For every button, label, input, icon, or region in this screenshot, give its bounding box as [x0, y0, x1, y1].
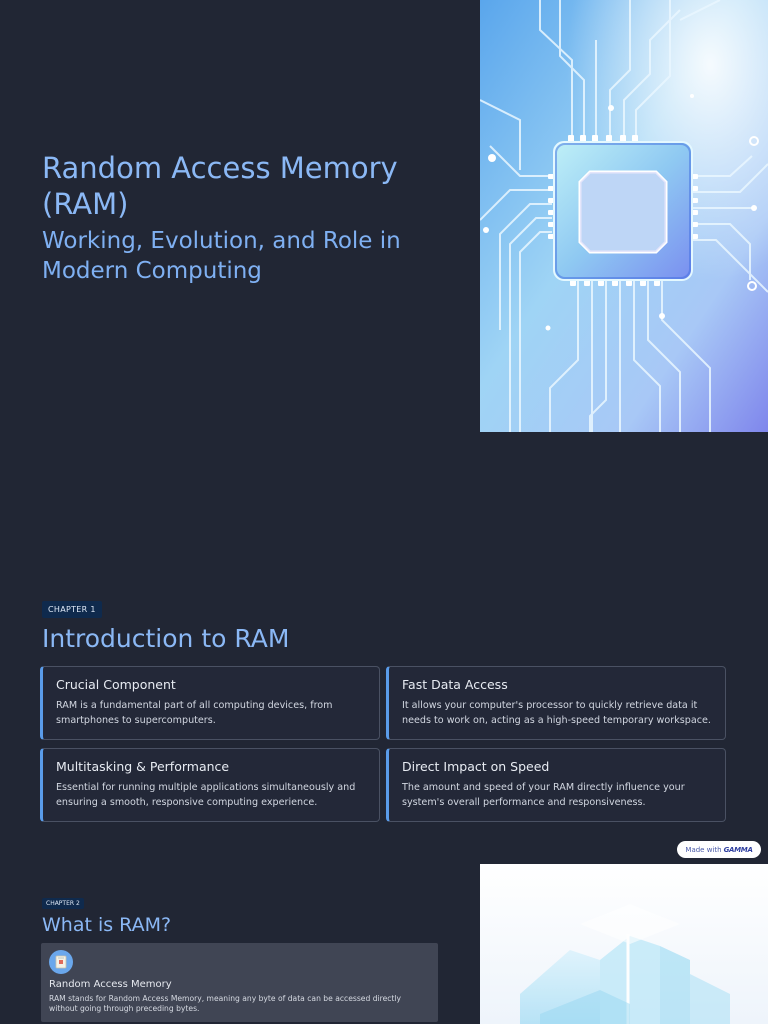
microchip-circuit-icon: [480, 0, 768, 432]
card-title: Crucial Component: [56, 677, 176, 692]
feature-card: Direct Impact on Speed The amount and sp…: [386, 748, 726, 822]
memory-icon: [49, 950, 73, 974]
chapter-badge: CHAPTER 1: [42, 601, 102, 618]
title-block: Random Access Memory (RAM) Working, Evol…: [42, 150, 442, 286]
card-title: Fast Data Access: [402, 677, 508, 692]
feature-card: Fast Data Access It allows your computer…: [386, 666, 726, 740]
card-text: RAM is a fundamental part of all computi…: [56, 700, 333, 726]
card-text: Essential for running multiple applicati…: [56, 782, 356, 808]
info-card-text: RAM stands for Random Access Memory, mea…: [49, 994, 402, 1013]
made-with-gamma-button[interactable]: Made with GAMMA: [677, 841, 761, 858]
section-title: What is RAM?: [42, 914, 172, 936]
slide-title: Random Access Memory (RAM): [42, 151, 398, 221]
what-is-ram-slide: CHAPTER 2 What is RAM? Random Access Mem…: [0, 864, 768, 1024]
card-title: Multitasking & Performance: [56, 759, 230, 774]
card-text: It allows your computer's processor to q…: [402, 700, 711, 726]
feature-card: Multitasking & Performance Essential for…: [40, 748, 380, 822]
card-title: Direct Impact on Speed: [402, 759, 550, 774]
card-text: The amount and speed of your RAM directl…: [402, 782, 685, 808]
slide-subtitle: Working, Evolution, and Role in Modern C…: [42, 228, 401, 284]
chapter-badge: CHAPTER 2: [42, 898, 84, 909]
introduction-slide: CHAPTER 1 Introduction to RAM Crucial Co…: [0, 432, 768, 864]
info-card: Random Access Memory RAM stands for Rand…: [41, 943, 438, 1022]
gamma-logo: GAMMA: [723, 845, 753, 854]
title-slide: Random Access Memory (RAM) Working, Evol…: [0, 0, 768, 432]
badge-prefix: Made with: [685, 845, 722, 854]
feature-card: Crucial Component RAM is a fundamental p…: [40, 666, 380, 740]
section-title: Introduction to RAM: [42, 624, 290, 653]
server-illustration-icon: [480, 864, 768, 1024]
info-card-title: Random Access Memory: [49, 979, 172, 990]
